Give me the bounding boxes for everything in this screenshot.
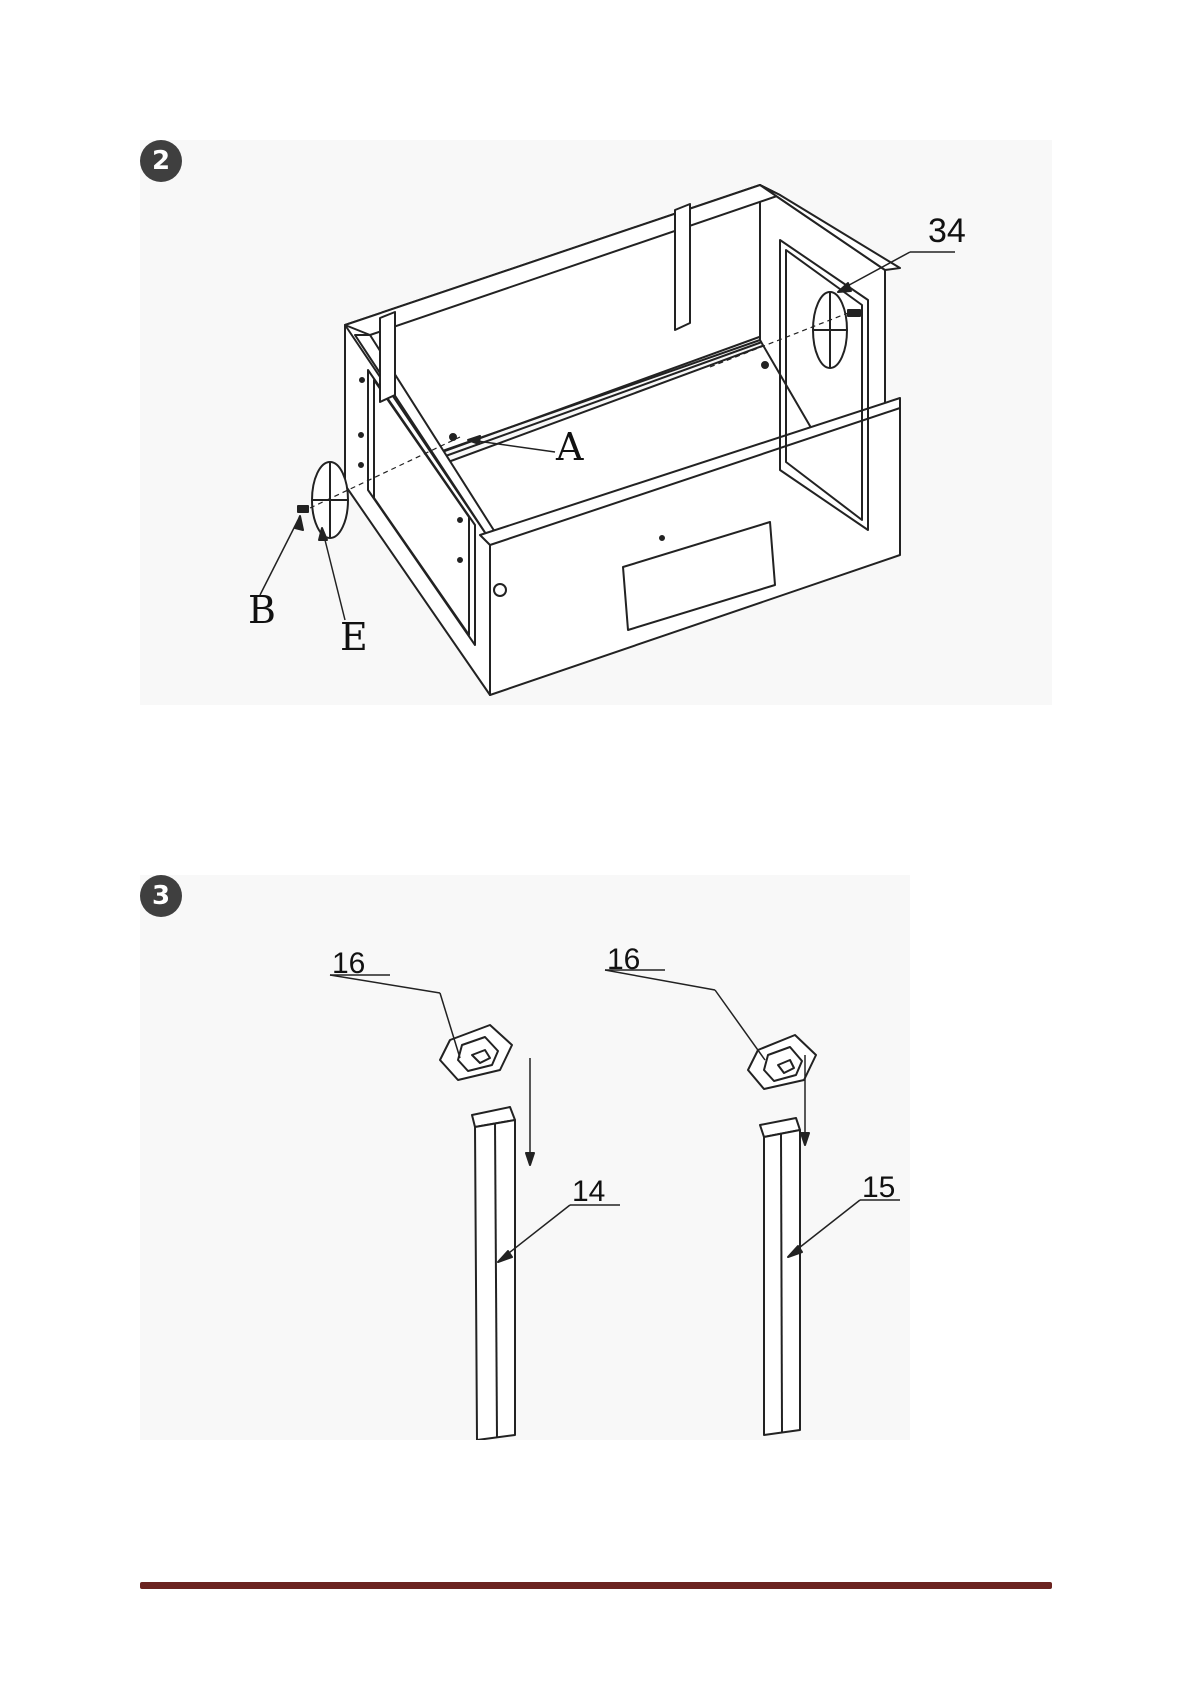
step-2-badge: 2 — [140, 140, 182, 182]
part-34-label: 34 — [928, 212, 966, 251]
part-15-label: 15 — [862, 1171, 895, 1205]
part-a-label: A — [556, 425, 583, 469]
legs-drawing — [140, 875, 910, 1440]
part-16-right-label: 16 — [607, 943, 640, 977]
part-e-label: E — [340, 615, 368, 659]
step-3-badge: 3 — [140, 875, 182, 917]
step-3-figure: 3 16 16 14 15 — [140, 875, 910, 1440]
step-2-figure: 2 34 A B E — [140, 140, 1052, 705]
footer-rule — [140, 1582, 1052, 1589]
part-b-label: B — [248, 588, 276, 632]
part-14-label: 14 — [572, 1175, 605, 1209]
part-16-left-label: 16 — [332, 947, 365, 981]
cart-frame-drawing — [140, 140, 1052, 705]
